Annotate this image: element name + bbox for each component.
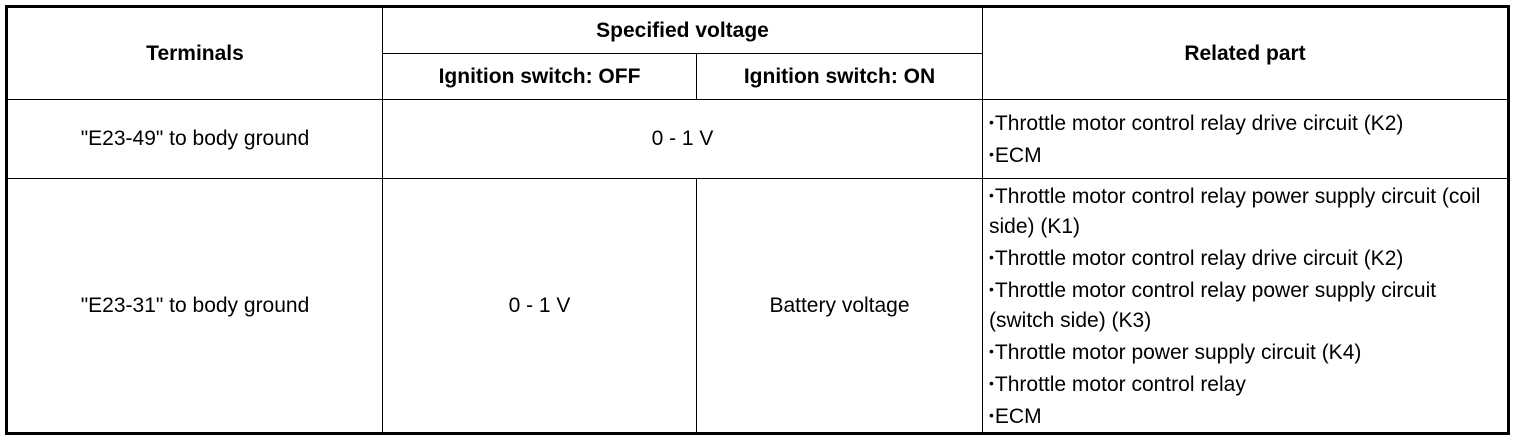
related-part-item: •Throttle motor control relay <box>989 368 1499 400</box>
related-part-text: Throttle motor control relay <box>994 372 1246 396</box>
related-part-item: •ECM <box>989 400 1499 432</box>
related-part-list: •Throttle motor control relay power supp… <box>989 180 1499 432</box>
related-part-item: •Throttle motor control relay drive circ… <box>989 242 1499 274</box>
voltage-off-cell: 0 - 1 V <box>382 178 697 434</box>
related-part-header: Related part <box>982 6 1509 100</box>
header-row: Terminals Specified voltage Related part <box>6 6 1509 100</box>
voltage-on-cell: Battery voltage <box>696 178 983 434</box>
related-part-text: ECM <box>994 144 1042 167</box>
related-part-text: Throttle motor power supply circuit (K4) <box>994 340 1362 364</box>
subheader-row: Ignition switch: OFF Ignition switch: ON <box>7 53 1509 100</box>
related-part-text: Throttle motor control relay power suppl… <box>989 184 1481 238</box>
table-row: "E23-49" to body ground 0 - 1 V •Throttl… <box>6 99 1509 179</box>
bullet-icon: • <box>989 406 994 423</box>
related-part-cell: •Throttle motor control relay drive circ… <box>982 99 1509 179</box>
bullet-icon: • <box>989 280 994 297</box>
voltage-spec-table: Terminals Specified voltage Related part… <box>5 5 1510 435</box>
related-part-text: Throttle motor control relay power suppl… <box>989 278 1437 332</box>
related-part-item: •ECM <box>989 139 1499 171</box>
related-part-text: Throttle motor control relay drive circu… <box>994 112 1404 135</box>
terminal-cell: "E23-31" to body ground <box>6 178 383 434</box>
bullet-icon: • <box>989 342 994 359</box>
bullet-icon: • <box>989 186 994 203</box>
voltage-cell: 0 - 1 V <box>382 99 983 179</box>
related-part-list: •Throttle motor control relay drive circ… <box>989 107 1499 171</box>
related-part-text: Throttle motor control relay drive circu… <box>994 246 1404 270</box>
ignition-off-header: Ignition switch: OFF <box>382 53 697 100</box>
terminal-cell: "E23-49" to body ground <box>6 99 383 179</box>
related-part-item: •Throttle motor control relay power supp… <box>989 274 1499 336</box>
bullet-icon: • <box>989 248 994 265</box>
related-part-item: •Throttle motor power supply circuit (K4… <box>989 336 1499 368</box>
related-part-cell: •Throttle motor control relay power supp… <box>982 178 1509 434</box>
related-part-item: •Throttle motor control relay drive circ… <box>989 107 1499 139</box>
bullet-icon: • <box>989 146 994 162</box>
related-part-item: •Throttle motor control relay power supp… <box>989 180 1499 242</box>
ignition-on-header: Ignition switch: ON <box>696 53 983 100</box>
related-part-text: ECM <box>994 404 1042 428</box>
terminals-header: Terminals <box>6 6 383 100</box>
table-row: "E23-31" to body ground 0 - 1 V Battery … <box>6 178 1509 434</box>
bullet-icon: • <box>989 374 994 391</box>
bullet-icon: • <box>989 114 994 130</box>
specified-voltage-header: Specified voltage <box>382 6 983 54</box>
